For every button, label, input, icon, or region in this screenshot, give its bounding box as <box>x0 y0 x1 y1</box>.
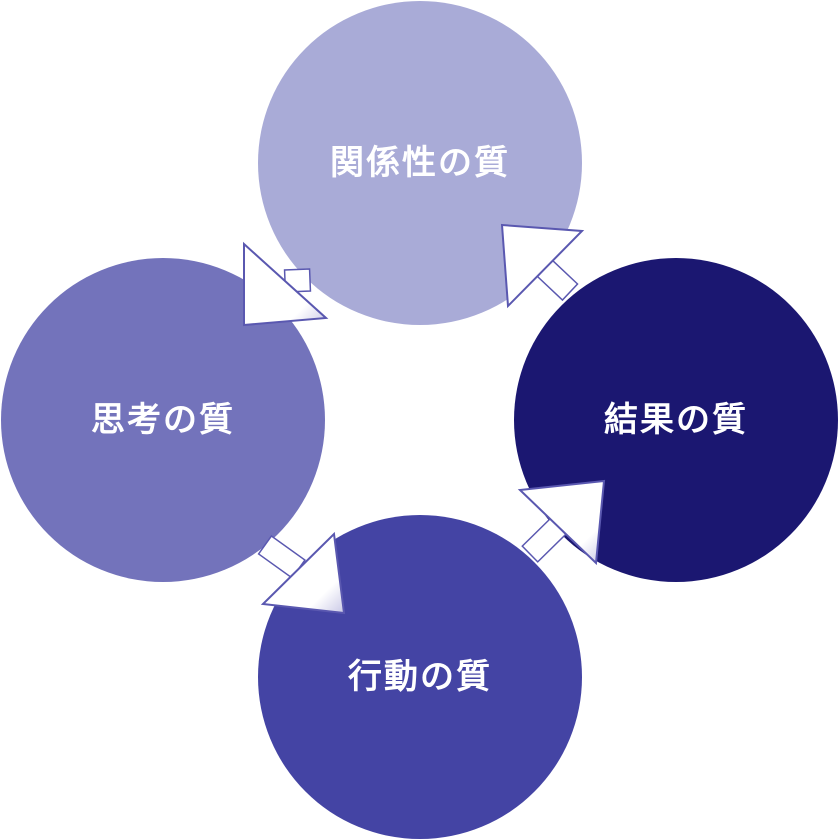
arrow-head <box>260 531 346 615</box>
arrow-relationship-to-thinking <box>243 241 329 327</box>
action-quality-label: 行動の質 <box>348 657 492 697</box>
arrow-results-to-relationship <box>500 223 585 309</box>
cycle-arrows <box>243 223 606 615</box>
arrow-head <box>243 241 329 327</box>
arrow-head <box>500 223 585 309</box>
results-quality-label: 結果の質 <box>604 400 748 440</box>
arrow-head <box>517 479 606 566</box>
arrow-thinking-to-action <box>257 531 346 615</box>
thinking-quality-circle <box>1 258 325 582</box>
relationship-quality-circle <box>258 1 582 325</box>
thinking-quality-label: 思考の質 <box>91 400 235 440</box>
relationship-quality-label: 関係性の質 <box>330 143 510 183</box>
arrow-action-to-results <box>517 479 606 566</box>
arrow-shaft <box>257 535 306 579</box>
